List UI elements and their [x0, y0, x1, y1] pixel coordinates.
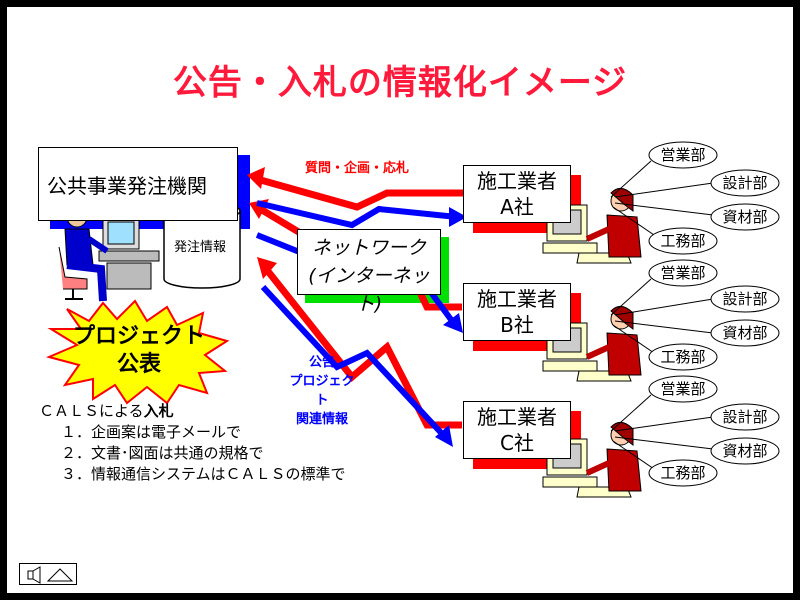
cals-item-3: ３．情報通信システムはＣＡＬＳの標準で	[61, 465, 346, 483]
red-arrow-a	[256, 175, 467, 211]
cals-item-2: ２．文書･図面は共通の規格で	[61, 444, 264, 462]
dept-c-design: 設計部	[722, 408, 768, 426]
triangle-icon	[46, 568, 74, 582]
dept-b-materials: 資材部	[722, 324, 768, 342]
arrow-label-top: 質問・企画・応札	[305, 161, 410, 176]
red-arrow-c	[260, 262, 462, 429]
agency-box: 公共事業発注機関	[38, 147, 238, 221]
speaker-icon	[27, 566, 41, 584]
contractor-c-box: 施工業者 C社	[463, 401, 571, 459]
cals-list: ＣＡＬＳによる入札 １．企画案は電子メールで ２．文書･図面は共通の規格で ３．…	[39, 401, 346, 485]
cals-heading-prefix: ＣＡＬＳによる	[39, 402, 144, 420]
dept-b-sales: 営業部	[660, 264, 706, 282]
arrow-label-bottom: 公告 プロジェクト 関連情報	[287, 353, 357, 429]
blue-arrowhead-b	[443, 313, 463, 333]
blue-arrowhead-a	[449, 207, 467, 227]
arrow-label-bottom-1: 公告	[308, 355, 335, 370]
dept-b-design: 設計部	[722, 290, 768, 308]
dept-c-works: 工務部	[660, 464, 706, 482]
contractor-b-box: 施工業者 B社	[463, 283, 571, 341]
cals-heading-bold: 入札	[143, 402, 174, 420]
arrow-label-bottom-3: 関連情報	[295, 412, 348, 427]
nav-icons	[27, 566, 74, 584]
cals-heading: ＣＡＬＳによる入札	[39, 401, 346, 422]
network-sublabel: (インターネット)	[308, 265, 430, 315]
dept-a-materials: 資材部	[722, 208, 768, 226]
dept-a-design: 設計部	[722, 174, 768, 192]
burst-line-2: 公表	[116, 352, 161, 377]
dept-group-a	[610, 141, 780, 255]
red-arrowhead-c	[257, 257, 277, 279]
contractor-c-label: 施工業者	[477, 405, 557, 429]
burst-label: プロジェクト 公表	[69, 323, 209, 379]
burst-line-1: プロジェクト	[72, 324, 205, 349]
contractor-b-label: 施工業者	[477, 287, 557, 311]
slide-nav-button[interactable]	[19, 563, 77, 585]
dept-b-works: 工務部	[660, 348, 706, 366]
network-label: ネットワーク	[311, 237, 426, 259]
contractor-b-name: B社	[500, 313, 534, 337]
database-label: 発注情報	[174, 240, 227, 255]
dept-c-materials: 資材部	[722, 442, 768, 460]
cals-item-1: １．企画案は電子メールで	[61, 423, 242, 441]
dept-group-c	[610, 375, 780, 487]
network-box: ネットワーク (インターネット)	[297, 229, 441, 315]
contractor-c-name: C社	[500, 431, 534, 455]
dept-c-sales: 営業部	[660, 380, 706, 398]
burst-shape	[45, 299, 230, 405]
dept-a-sales: 営業部	[660, 146, 706, 164]
red-arrowhead-a	[247, 167, 265, 189]
contractor-a-label: 施工業者	[477, 169, 557, 193]
blue-arrow-a	[256, 200, 458, 229]
agency-worker-icon	[58, 206, 160, 302]
blue-arrowhead-c	[435, 425, 453, 447]
dept-a-works: 工務部	[660, 232, 706, 250]
contractor-a-name: A社	[500, 195, 534, 219]
contractor-a-box: 施工業者 A社	[463, 165, 571, 223]
slide-canvas: 公告・入札の情報化イメージ	[7, 7, 793, 593]
blue-arrow-c	[260, 284, 448, 440]
dept-group-b	[610, 259, 780, 371]
arrow-label-bottom-2: プロジェクト	[289, 374, 355, 408]
slide-title: 公告・入札の情報化イメージ	[172, 63, 628, 103]
